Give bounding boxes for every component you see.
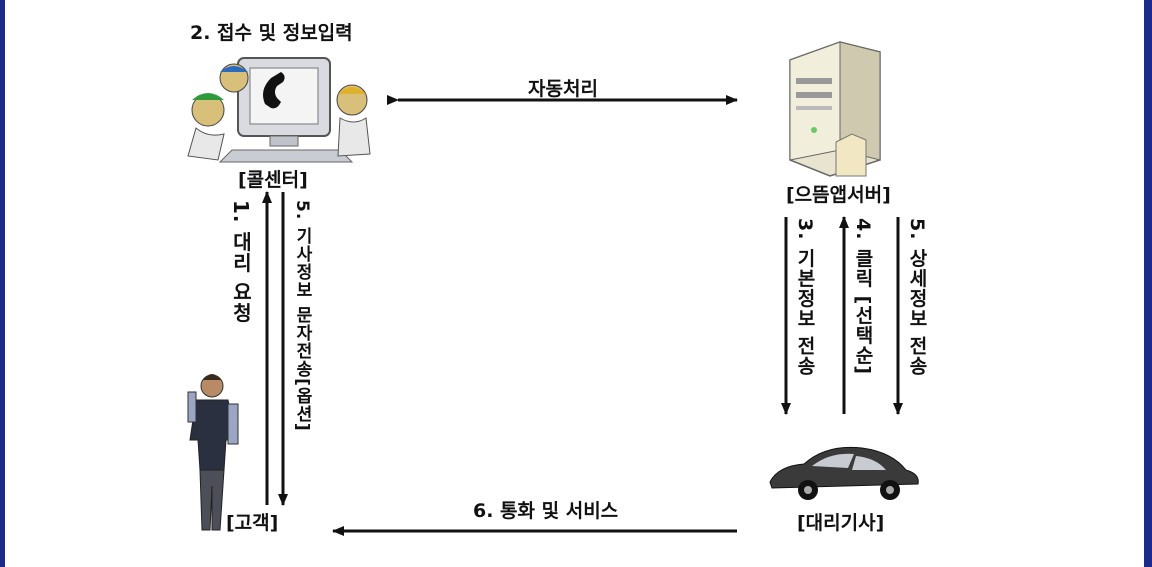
right-frame-border bbox=[1144, 0, 1152, 567]
left-frame-border bbox=[0, 0, 5, 567]
click-label: 4. 클릭 [선택순] bbox=[852, 218, 874, 376]
driver-label: [대리기사] bbox=[797, 512, 885, 534]
customer-illustration bbox=[187, 374, 239, 531]
customer-label: [고객] bbox=[226, 512, 279, 534]
detail-info-label: 5. 상세정보 전송 bbox=[906, 218, 928, 376]
request-label: 1. 대리 요청 bbox=[229, 200, 253, 324]
diagram-title: 2. 접수 및 정보입력 bbox=[190, 22, 353, 44]
sms-label: 5. 기사정보 문자전송[옵션] bbox=[292, 200, 312, 432]
car-illustration bbox=[769, 446, 919, 500]
basic-info-label: 3. 기본정보 전송 bbox=[794, 218, 816, 376]
call-service-label: 6. 통화 및 서비스 bbox=[473, 500, 619, 522]
server-illustration bbox=[789, 41, 881, 177]
auto-process-label: 자동처리 bbox=[528, 78, 598, 100]
call-center-label: [콜센터] bbox=[238, 169, 308, 191]
call-center-illustration bbox=[187, 57, 371, 163]
server-label: [으뜸앱서버] bbox=[786, 184, 891, 206]
